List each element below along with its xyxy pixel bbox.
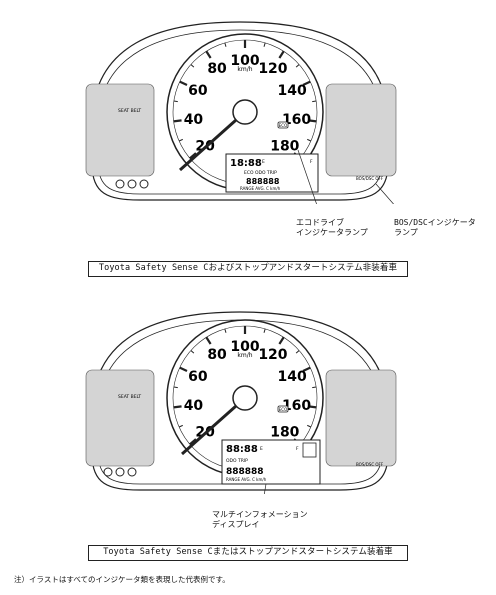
bezel-inner (97, 29, 383, 195)
bos-label: BOS/DSC OFF (356, 462, 384, 467)
speed-tick (179, 366, 188, 372)
speed-tick (173, 405, 182, 409)
speed-label: 180 (270, 138, 299, 154)
speed-label: 40 (184, 112, 204, 128)
speed-tick (308, 119, 317, 123)
speed-label: 160 (282, 112, 311, 128)
indicator-lamp (127, 467, 137, 477)
cluster-2-drawing: 20406080100120140160180 km/h 88:88 E F O… (85, 311, 397, 494)
right-panel (325, 83, 397, 177)
speed-tick (179, 80, 188, 86)
lcd-odo: 888888 (246, 177, 280, 186)
cluster-2: 20406080100120140160180 km/h 88:88 E F O… (0, 294, 496, 494)
cluster-1: 20406080100120140160180 km/h 18:88 E F E… (0, 4, 496, 204)
speed-unit: km/h (237, 352, 252, 359)
needle-hub (232, 99, 258, 125)
speed-tick (190, 64, 195, 68)
lcd-gear-box (302, 442, 317, 458)
speed-tick (263, 328, 266, 333)
indicator-lamp (115, 179, 125, 189)
speed-tick (173, 386, 178, 389)
speed-tick (190, 350, 195, 354)
speed-tick (189, 152, 197, 160)
left-panel (85, 83, 155, 177)
speed-tick (205, 336, 212, 345)
speed-label: 120 (258, 61, 287, 77)
lcd-clock: 88:88 (226, 444, 258, 455)
speed-tick (173, 100, 178, 103)
speed-unit: km/h (237, 66, 252, 73)
left-panel (85, 369, 155, 467)
cluster-1-drawing: 20406080100120140160180 km/h 18:88 E F E… (85, 21, 397, 204)
lcd-clock: 18:88 (230, 158, 262, 169)
speed-label: 100 (230, 339, 259, 355)
speed-label: 80 (207, 347, 227, 363)
indicator-lamp (127, 179, 137, 189)
lcd-gauge-e: E (260, 446, 263, 452)
speed-label: 60 (188, 369, 208, 385)
needle (181, 396, 246, 456)
speed-tick (263, 42, 266, 47)
callout-eco: エコドライブ インジケータランプ (296, 218, 368, 237)
speed-tick (178, 424, 183, 428)
callout-line-mid (263, 483, 267, 494)
speed-tick (189, 438, 197, 446)
speed-label: 40 (184, 398, 204, 414)
speed-tick (307, 138, 312, 142)
speed-label: 140 (278, 369, 307, 385)
speed-tick (173, 119, 182, 123)
speed-tick (312, 386, 317, 389)
right-panel (325, 369, 397, 467)
speed-tick (224, 42, 227, 47)
eco-indicator (277, 405, 289, 413)
eco-label: ECO (279, 123, 287, 128)
lcd-odo: 888888 (226, 467, 264, 477)
lcd-gauge-f: F (296, 446, 299, 452)
indicator-lamp (139, 179, 149, 189)
callout-line-eco (297, 149, 317, 204)
needle-hub (232, 385, 258, 411)
lcd-gauge-f: F (310, 159, 313, 165)
indicator-lamp (103, 467, 113, 477)
needle (179, 110, 246, 172)
lcd-range-label: RANGE AVG. C km/h (240, 186, 281, 191)
speed-label: 120 (258, 347, 287, 363)
speed-tick (278, 50, 285, 59)
callout-bos: BOS/DSCインジケータ ランプ (394, 218, 476, 237)
speed-tick (178, 138, 183, 142)
speed-tick (302, 80, 311, 86)
speed-label: 140 (278, 83, 307, 99)
speed-tick (307, 424, 312, 428)
speed-label: 180 (270, 424, 299, 440)
speed-tick (312, 100, 317, 103)
callout-multi-info-display: マルチインフォメーション ディスプレイ (212, 510, 308, 529)
speed-tick (295, 64, 300, 68)
callout-line-bos (375, 183, 394, 204)
eco-indicator (277, 121, 289, 129)
speed-tick (224, 328, 227, 333)
speed-tick (295, 350, 300, 354)
speedometer-labels: 20406080100120140160180 (184, 339, 312, 440)
seat-belt-label: SEAT BELT (118, 394, 141, 400)
lcd-gauge-e: E (262, 159, 265, 165)
speed-label: 160 (282, 398, 311, 414)
speed-tick (308, 405, 317, 409)
lcd-display (225, 153, 319, 193)
speed-tick (278, 336, 285, 345)
speed-tick (302, 366, 311, 372)
speed-label: 80 (207, 61, 227, 77)
speed-tick (205, 50, 212, 59)
lcd-range-label: RANGE AVG. C km/h (226, 477, 267, 482)
lcd-odo-label: ODO TRIP (226, 458, 248, 464)
caption-cluster-1: Toyota Safety Sense Cおよびストップアンドスタートシステム非… (88, 261, 408, 277)
indicator-lamp (115, 467, 125, 477)
footnote: 注）イラストはすべてのインジケータ類を表現した代表例です。 (14, 575, 230, 584)
bos-label: BOS/DSC OFF (356, 176, 384, 181)
seat-belt-label: SEAT BELT (118, 108, 141, 114)
eco-label: ECO (279, 407, 287, 412)
speed-label: 100 (230, 53, 259, 69)
caption-cluster-2: Toyota Safety Sense Cまたはストップアンドスタートシステム装… (88, 545, 408, 561)
lcd-odo-label: ECO ODO TRIP (244, 170, 277, 176)
speed-label: 60 (188, 83, 208, 99)
